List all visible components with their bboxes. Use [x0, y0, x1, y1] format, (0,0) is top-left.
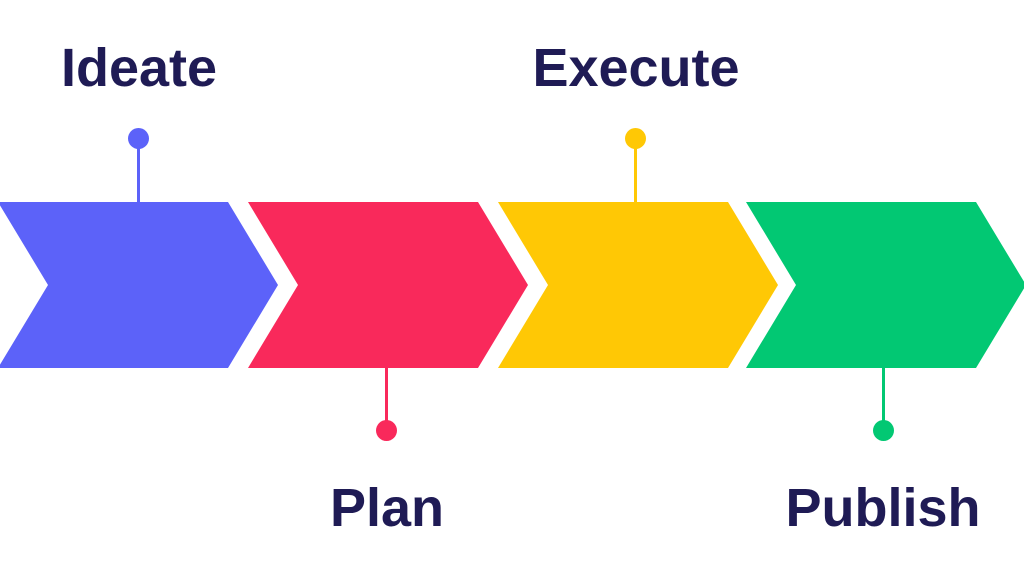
step-label-publish: Publish: [785, 478, 981, 538]
step-chevron-plan: [248, 202, 528, 368]
step-connector-line-publish: [882, 366, 885, 426]
step-marker-dot-execute: [625, 128, 646, 149]
step-connector-line-execute: [634, 143, 637, 203]
step-label-plan: Plan: [329, 478, 445, 538]
step-marker-dot-publish: [873, 420, 894, 441]
step-marker-dot-ideate: [128, 128, 149, 149]
step-marker-dot-plan: [376, 420, 397, 441]
step-chevron-publish: [746, 202, 1024, 368]
step-chevron-execute: [498, 202, 778, 368]
step-label-execute: Execute: [532, 38, 740, 98]
step-connector-line-plan: [385, 366, 388, 426]
step-connector-line-ideate: [137, 143, 140, 203]
step-label-ideate: Ideate: [60, 38, 218, 98]
step-chevron-ideate: [0, 202, 278, 368]
